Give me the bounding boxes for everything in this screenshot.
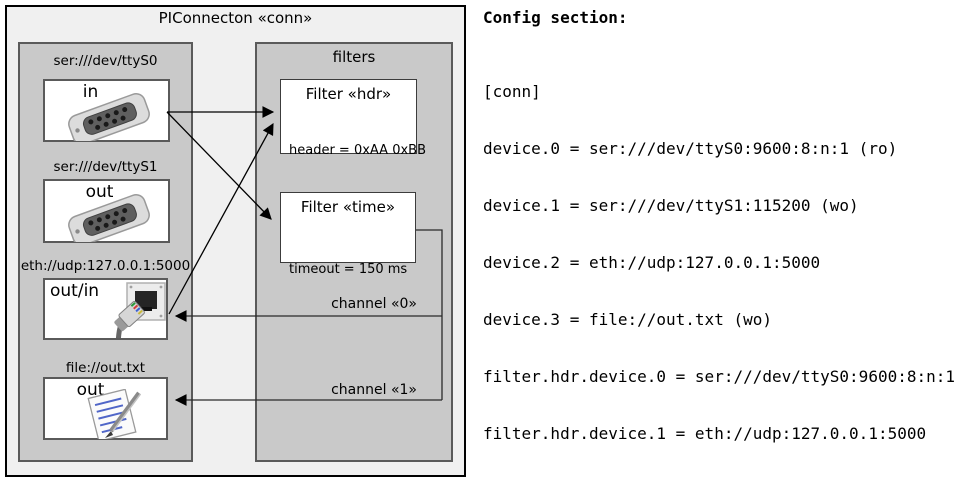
config-line: device.0 = ser:///dev/ttyS0:9600:8:n:1 (… [483, 139, 898, 158]
device-0-uri-label: ser:///dev/ttyS0 [53, 53, 158, 69]
device-1-uri-label: ser:///dev/ttyS1 [53, 159, 158, 175]
channel-0-label: channel «0» [331, 296, 417, 312]
diagram-title: PIConnecton «conn» [158, 9, 313, 27]
config-line: filter.hdr.device.0 = ser:///dev/ttyS0:9… [483, 367, 956, 386]
notepad-pen-icon [87, 389, 142, 439]
ethernet-connector-icon [114, 282, 166, 338]
filters-panel-title: filters [332, 48, 376, 66]
device-3-role-label: out [76, 380, 105, 400]
filter-hdr-prop-header: header = 0xAA 0xBB [289, 143, 427, 158]
config-line: device.2 = eth://udp:127.0.0.1:5000 [483, 253, 821, 272]
device-3-box: out [43, 377, 168, 440]
channel-1-label: channel «1» [331, 382, 417, 398]
device-0-role-label: in [82, 82, 99, 102]
filter-time-title: Filter «time» [300, 198, 396, 216]
config-listing: [conn] device.0 = ser:///dev/ttyS0:9600:… [483, 44, 964, 484]
filter-hdr-title: Filter «hdr» [305, 85, 392, 103]
filter-time-box: Filter «time» timeout = 150 ms [280, 192, 416, 277]
device-2-role-label: out/in [50, 281, 100, 301]
device-1-box: out [43, 179, 170, 243]
device-0-box: in [43, 79, 170, 142]
config-line: filter.hdr.splitMode = header [483, 481, 964, 484]
filter-hdr-box: Filter «hdr» header = 0xAA 0xBB payloadS… [280, 79, 426, 206]
config-line: filter.hdr.device.1 = eth://udp:127.0.0.… [483, 424, 927, 443]
device-2-box: out/in [43, 278, 168, 340]
config-line: device.3 = file://out.txt (wo) [483, 310, 772, 329]
device-3-uri-label: file://out.txt [65, 360, 146, 376]
filter-time-properties: timeout = 150 ms [289, 230, 407, 310]
config-heading: Config section: [483, 8, 628, 27]
device-1-role-label: out [85, 182, 114, 202]
config-line: [conn] [483, 82, 541, 101]
device-2-uri-label: eth://udp:127.0.0.1:5000 [20, 258, 191, 274]
filter-time-prop-timeout: timeout = 150 ms [289, 262, 408, 277]
config-line: device.1 = ser:///dev/ttyS1:115200 (wo) [483, 196, 859, 215]
serial-connector-icon [68, 93, 150, 141]
serial-connector-icon [68, 194, 150, 242]
